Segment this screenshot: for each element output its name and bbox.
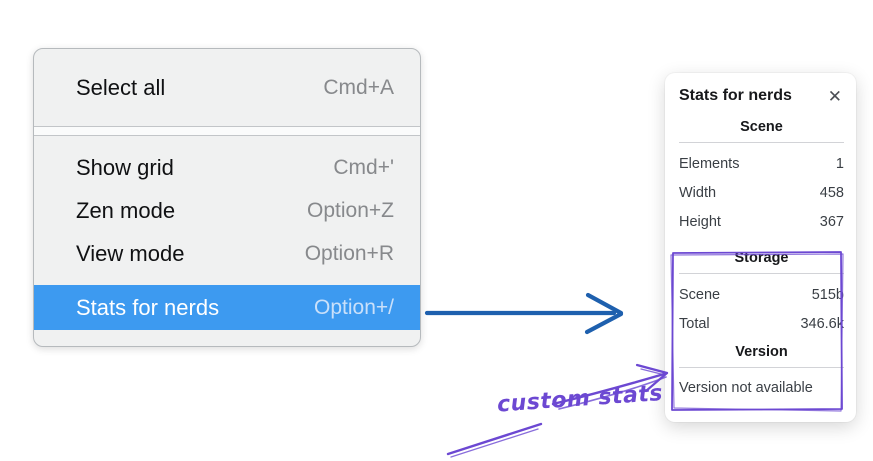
- menu-item-shortcut: Option+Z: [307, 198, 394, 222]
- menu-item-show-grid[interactable]: Show grid Cmd+': [34, 146, 420, 189]
- scene-section-heading: Scene: [740, 119, 783, 135]
- stats-panel-header: Stats for nerds ✕: [679, 87, 844, 105]
- close-icon[interactable]: ✕: [827, 86, 842, 106]
- menu-item-label: Zen mode: [76, 197, 176, 223]
- stat-label: Width: [679, 185, 717, 201]
- menu-item-shortcut: Option+R: [304, 241, 394, 265]
- menu-item-zen-mode[interactable]: Zen mode Option+Z: [34, 189, 420, 232]
- stat-label: Scene: [679, 287, 721, 303]
- menu-item-label: Show grid: [76, 154, 174, 180]
- menu-item-select-all[interactable]: Select all Cmd+A: [34, 49, 420, 126]
- stat-value: 1: [835, 156, 844, 172]
- menu-item-label: Select all: [76, 74, 166, 100]
- menu-group: Show grid Cmd+' Zen mode Option+Z View m…: [34, 136, 420, 330]
- version-section: Version Version not available: [679, 344, 844, 401]
- annotation-custom-stats-label: custom stats: [496, 381, 664, 418]
- divider: [679, 142, 844, 143]
- flow-arrow-icon: [424, 292, 624, 335]
- stat-value: 346.6k: [800, 316, 844, 332]
- stat-row-width: Width 458: [679, 179, 844, 208]
- stat-value: 515b: [811, 287, 844, 303]
- stat-row-total-size: Total 346.6k: [679, 310, 844, 339]
- stats-panel-title: Stats for nerds: [679, 87, 792, 104]
- menu-item-shortcut: Cmd+': [333, 155, 394, 179]
- context-menu: Select all Cmd+A Show grid Cmd+' Zen mod…: [33, 48, 421, 347]
- menu-item-shortcut: Option+/: [314, 295, 394, 319]
- stat-label: Elements: [679, 156, 740, 172]
- menu-item-label: View mode: [76, 240, 185, 266]
- divider: [679, 273, 844, 274]
- menu-item-view-mode[interactable]: View mode Option+R: [34, 232, 420, 275]
- storage-section-heading: Storage: [734, 250, 789, 266]
- stat-row-elements: Elements 1: [679, 150, 844, 179]
- stats-panel: Stats for nerds ✕ Scene Elements 1 Width…: [665, 73, 856, 422]
- menu-separator: [34, 126, 420, 136]
- stat-label: Total: [679, 316, 710, 332]
- storage-section: Storage Scene 515b Total 346.6k: [679, 250, 844, 339]
- menu-item-stats-for-nerds[interactable]: Stats for nerds Option+/: [34, 285, 420, 330]
- stat-label: Height: [679, 214, 721, 230]
- stat-row-scene-size: Scene 515b: [679, 281, 844, 310]
- scene-section: Scene Elements 1 Width 458 Height 367: [679, 119, 844, 237]
- stat-value: 367: [819, 214, 844, 230]
- annotation-leader-line: [446, 422, 543, 458]
- menu-item-shortcut: Cmd+A: [323, 75, 394, 99]
- stat-row-height: Height 367: [679, 208, 844, 237]
- version-note: Version not available: [679, 380, 813, 396]
- version-section-heading: Version: [735, 344, 788, 360]
- divider: [679, 367, 844, 368]
- menu-item-label: Stats for nerds: [76, 294, 220, 320]
- stat-value: 458: [819, 185, 844, 201]
